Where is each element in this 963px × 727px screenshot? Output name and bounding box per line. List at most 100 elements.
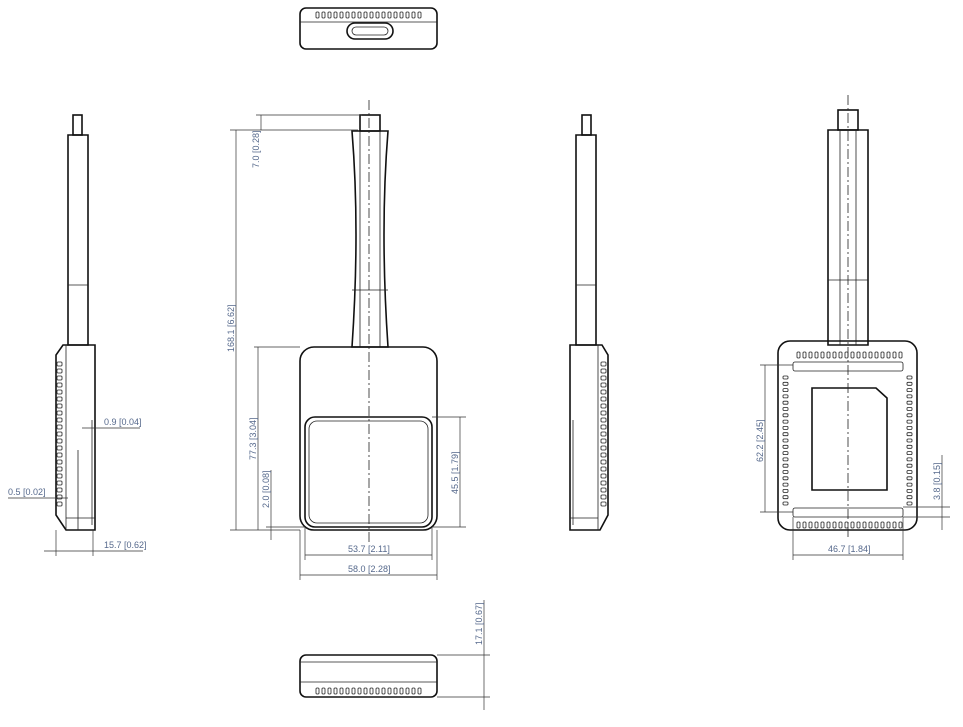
vent-slot (906, 438, 913, 443)
vent-slot (898, 521, 903, 529)
vent-slot (600, 382, 607, 388)
vent-slot (820, 351, 825, 359)
vent-slot (856, 351, 861, 359)
vent-slot (906, 432, 913, 437)
vent-slot (357, 11, 362, 19)
vent-slot (600, 487, 607, 493)
vent-slot (782, 388, 789, 393)
vent-slot (782, 470, 789, 474)
vent-slot (906, 413, 913, 418)
vent-slot (850, 351, 855, 359)
vent-slot (600, 396, 607, 402)
left-side-view: 0.9 [0.04] 0.5 [0.02] 15.7 [0.62] (8, 114, 147, 556)
vent-slot (906, 375, 913, 380)
vent-slot (868, 521, 873, 529)
dim-bottom-offset: 2.0 [0.08] (261, 470, 271, 508)
vent-slot (906, 451, 913, 456)
vent-slot (339, 687, 344, 695)
vent-slot (808, 351, 813, 359)
vent-slot (782, 375, 789, 380)
vent-slot (600, 375, 607, 381)
vent-slot (832, 351, 837, 359)
vent-slot (600, 403, 607, 409)
vent-slot (387, 11, 392, 19)
vent-slot (315, 687, 320, 695)
vent-slot (856, 521, 861, 529)
vent-slot (838, 521, 843, 529)
vent-slot (600, 410, 607, 416)
vent-slot (782, 476, 789, 481)
vent-slot (600, 431, 607, 437)
dim-total-length: 168.1 [6.62] (226, 304, 236, 352)
vent-slot (600, 473, 607, 479)
vent-slot (600, 494, 607, 500)
vent-slot (369, 687, 374, 695)
vent-slot (387, 687, 392, 695)
bottom-view: 17.1 [0.67] (299, 600, 490, 710)
vent-slot (844, 521, 849, 529)
vent-slot (782, 432, 789, 437)
vent-slot (906, 400, 913, 405)
vent-slot (393, 11, 398, 19)
vent-slot (886, 521, 891, 529)
vent-slot (802, 351, 807, 359)
vent-slot (321, 11, 326, 19)
vent-slot (782, 381, 789, 386)
vent-slot (600, 480, 607, 486)
dim-back-offset: 3.8 [0.15] (932, 462, 942, 500)
vent-slot (600, 361, 607, 367)
vent-slot (405, 11, 410, 19)
dim-back-width: 46.7 [1.84] (828, 544, 871, 554)
vent-slot (411, 11, 416, 19)
vent-slot (796, 521, 801, 529)
dim-side-lip: 0.5 [0.02] (8, 487, 46, 497)
vent-slot (906, 501, 913, 506)
vent-slot (333, 11, 338, 19)
vent-slot (782, 451, 789, 456)
dim-body-length: 77.3 [3.04] (248, 417, 258, 460)
vent-slot (56, 389, 63, 395)
vent-slot (56, 438, 63, 444)
vent-slot (600, 417, 607, 423)
vent-slot (321, 687, 326, 695)
top-view (299, 7, 438, 50)
vent-slot (375, 687, 380, 695)
vent-slot (56, 480, 63, 486)
vent-slot (600, 501, 607, 507)
vent-slot (796, 351, 801, 359)
vent-slot (850, 521, 855, 529)
dim-thickness: 15.7 [0.62] (104, 540, 147, 550)
vent-slot (417, 11, 422, 19)
vent-slot (906, 419, 913, 424)
vent-slot (862, 521, 867, 529)
vent-slot (600, 445, 607, 451)
vent-slot (782, 482, 789, 487)
vent-slot (600, 452, 607, 458)
vent-slot (826, 521, 831, 529)
vent-slot (600, 438, 607, 444)
vent-slot (782, 407, 789, 411)
vent-slot (381, 11, 386, 19)
vent-slot (56, 403, 63, 409)
vent-slot (874, 351, 879, 359)
vent-slot (782, 438, 789, 443)
vent-slot (782, 463, 789, 468)
vent-slot (600, 459, 607, 465)
vent-slot (315, 11, 320, 19)
vent-slot (906, 407, 913, 411)
vent-slot (56, 487, 63, 493)
vent-slot (782, 425, 789, 430)
vent-slot (880, 521, 885, 529)
vent-slot (399, 687, 404, 695)
sim-window (811, 387, 888, 491)
right-side-view (569, 114, 609, 531)
vent-slot (906, 495, 913, 500)
vent-slot (844, 351, 849, 359)
vent-slot (782, 495, 789, 500)
vent-slot (56, 361, 63, 367)
vent-slot (399, 11, 404, 19)
vent-slot (906, 482, 913, 487)
vent-slot (906, 476, 913, 481)
vent-slot (56, 368, 63, 374)
vent-slot (892, 351, 897, 359)
